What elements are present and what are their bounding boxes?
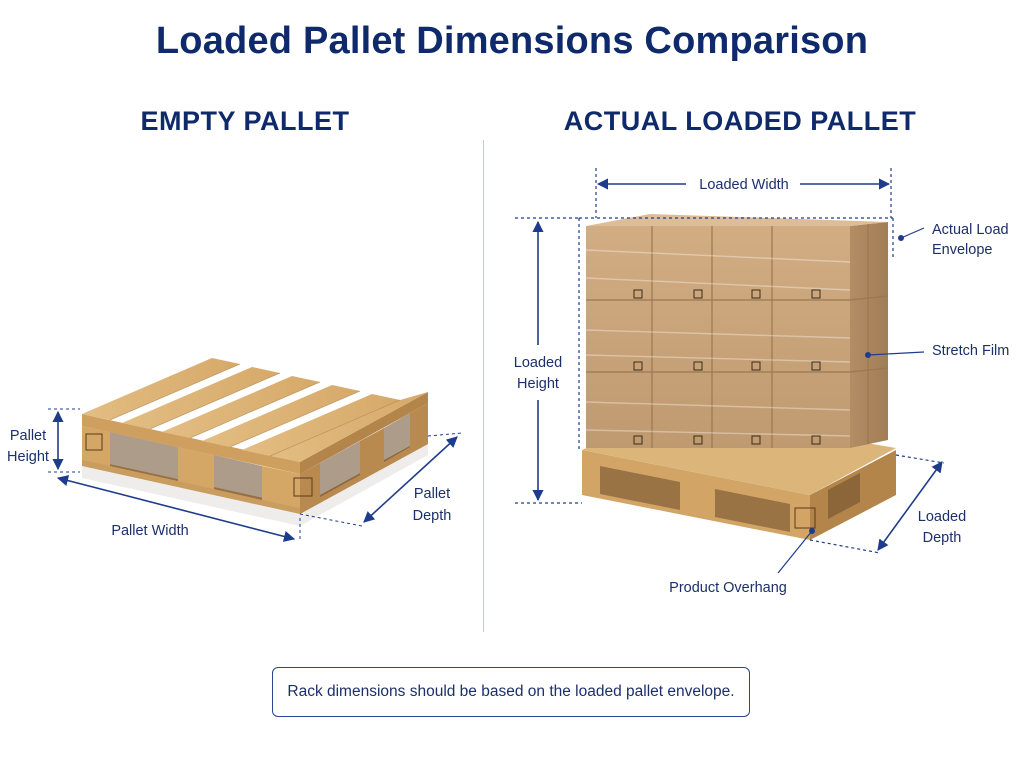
loaded-pallet-dimensions: Loaded Width Loaded Height Loaded Depth … — [514, 177, 1010, 596]
empty-pallet — [82, 358, 428, 526]
overhang-label: Product Overhang — [669, 580, 787, 596]
loaded-depth-label-1: Loaded — [918, 509, 966, 525]
loaded-pallet — [582, 214, 896, 540]
pallet-width-arrow — [56, 475, 296, 542]
rack-dimension-note: Rack dimensions should be based on the l… — [272, 667, 750, 717]
overhang-callout-line — [777, 530, 813, 574]
loaded-width-label: Loaded Width — [699, 177, 788, 193]
stretch-film-callout-line — [867, 351, 925, 356]
loaded-depth-arrow — [877, 461, 943, 551]
envelope-label-2: Envelope — [932, 242, 992, 258]
empty-pallet-dimensions: Pallet Height Pallet Width Pallet Depth — [7, 408, 463, 542]
envelope-callout-line — [900, 227, 925, 239]
load-envelope-outline — [515, 168, 945, 554]
loaded-pallet-heading: ACTUAL LOADED PALLET — [563, 106, 917, 136]
empty-pallet-heading: EMPTY PALLET — [140, 106, 350, 136]
pallet-depth-label-1: Pallet — [414, 486, 450, 502]
pallet-height-label-1: Pallet — [10, 428, 46, 444]
panel-divider — [483, 140, 484, 632]
page-title: Loaded Pallet Dimensions Comparison — [155, 20, 869, 62]
envelope-label-1: Actual Load — [932, 222, 1009, 238]
loaded-height-label-2: Height — [517, 376, 559, 392]
pallet-depth-label-2: Depth — [413, 508, 452, 524]
loaded-height-label-1: Loaded — [514, 355, 562, 371]
pallet-height-label-2: Height — [7, 449, 49, 465]
pallet-depth-arrow — [363, 436, 458, 523]
pallet-width-label: Pallet Width — [111, 523, 188, 539]
stretch-film-label: Stretch Film — [932, 343, 1009, 359]
loaded-depth-label-2: Depth — [923, 530, 962, 546]
pallet-block — [82, 426, 110, 466]
